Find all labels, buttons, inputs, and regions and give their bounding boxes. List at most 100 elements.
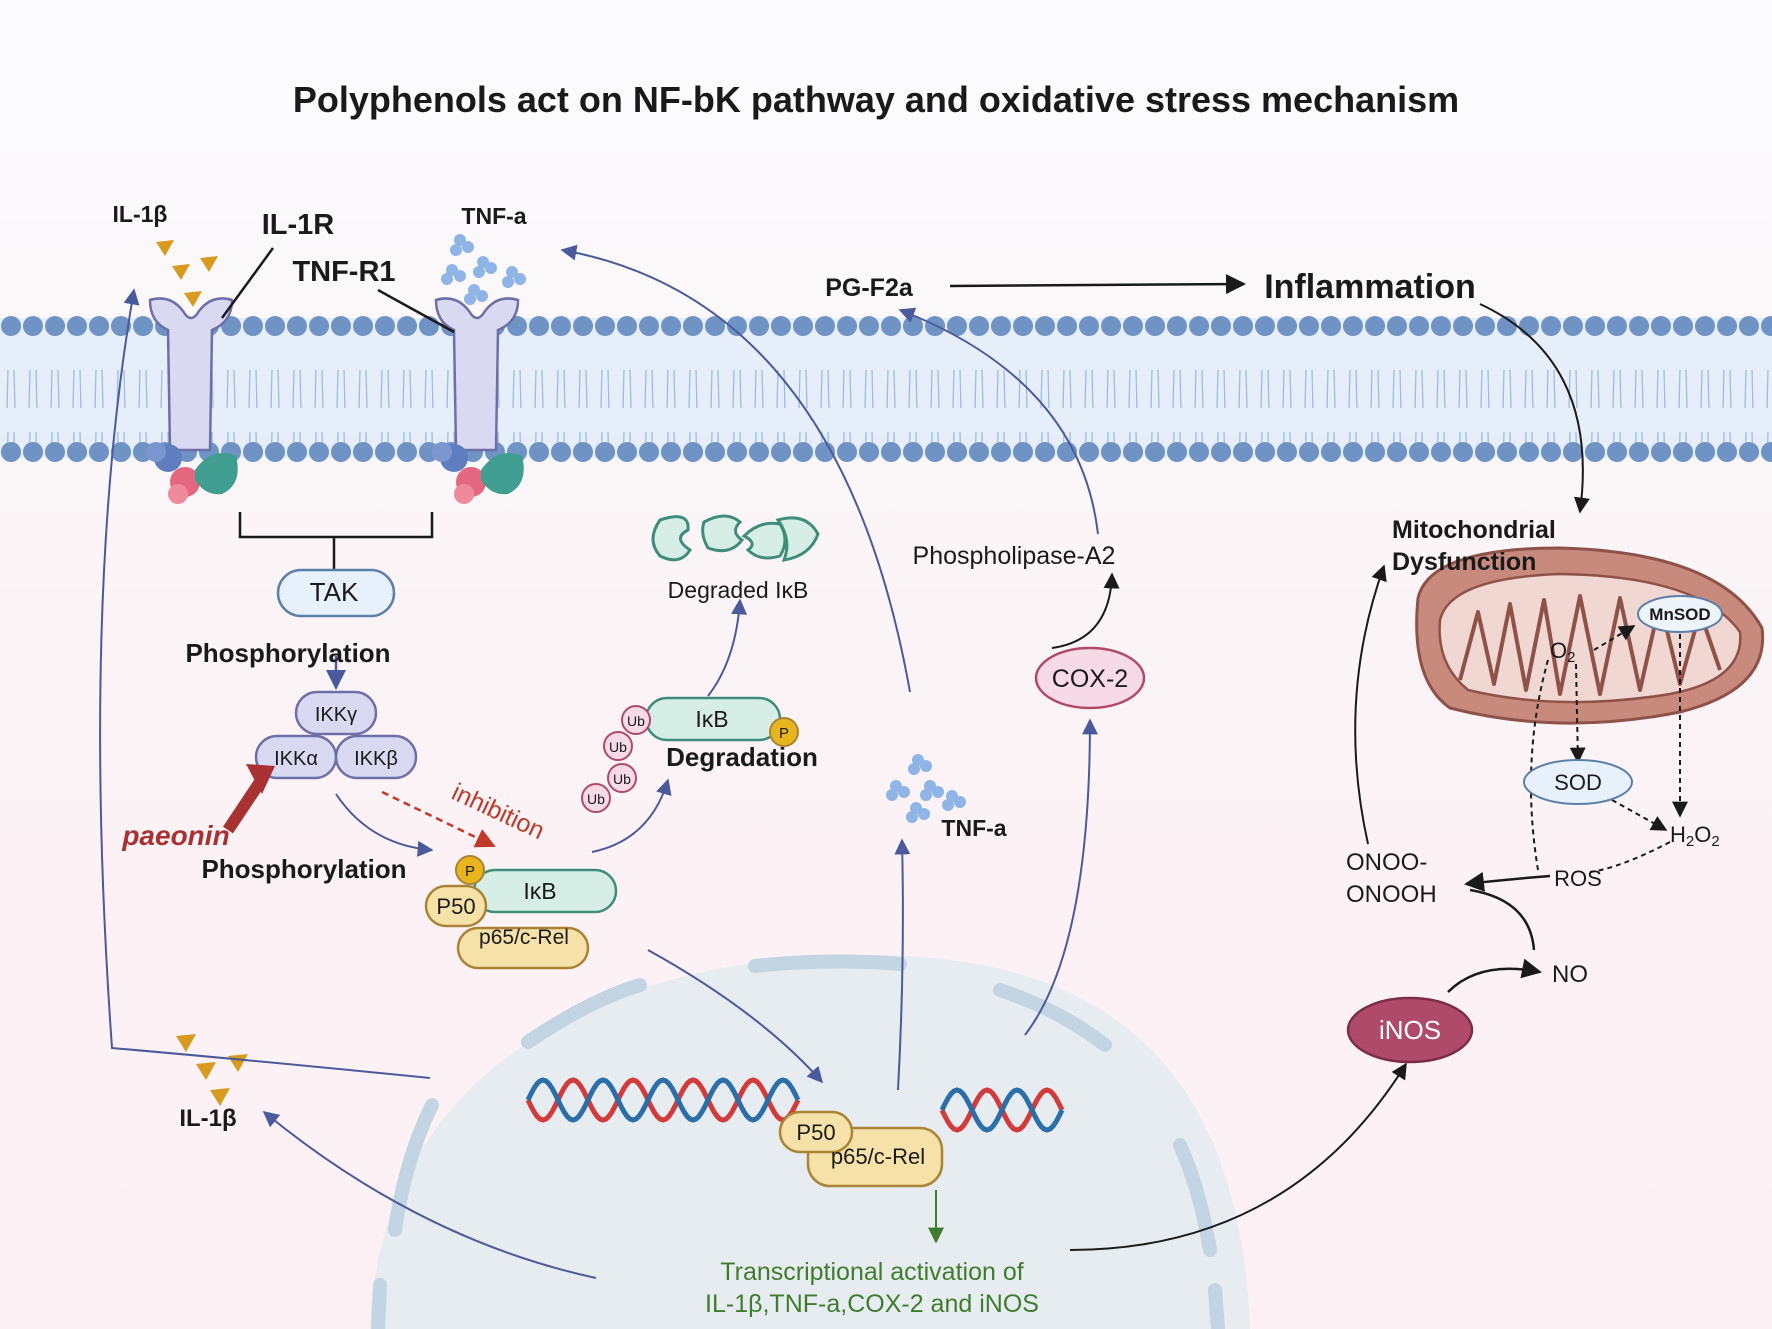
il1b-expression-arrow [262, 1110, 597, 1279]
phospholipid-head [837, 442, 857, 462]
phospholipid-head [133, 316, 153, 336]
nfkb-to-nucleus-arrow [647, 949, 824, 1084]
phospholipid-head [1123, 442, 1143, 462]
ikb-degradation-label: IκB [695, 706, 728, 732]
phospholipid-head [309, 316, 329, 336]
phospholipid-head [1101, 316, 1121, 336]
ikk-gamma-node [294, 690, 378, 736]
ikb-nfkb-complex [424, 855, 618, 970]
phospholipid-head [1255, 316, 1275, 336]
phospholipid-head [1761, 316, 1772, 336]
mitochondrion [1415, 546, 1765, 725]
ikb-to-degradation-arrow [591, 778, 672, 853]
phospholipid-head [573, 316, 593, 336]
ikk-gamma-label: IKKγ [315, 704, 357, 726]
pgf2a-label: PG-F2a [825, 274, 914, 302]
phospholipid-head [287, 442, 307, 462]
phospholipid-head [1739, 442, 1759, 462]
phospholipid-head [1, 316, 21, 336]
inos-expression-arrow [1069, 1062, 1407, 1251]
h2o2-to-ros-dash [1589, 841, 1671, 873]
tnfr1-pointer [377, 288, 455, 334]
o2-to-ros-dash [1529, 659, 1549, 871]
phospholipid-head [111, 316, 131, 336]
ikk-beta-label: IKKβ [354, 748, 398, 770]
mito-label: Mitochondrial [1392, 516, 1556, 544]
phosphorylation-label-1: Phosphorylation [185, 638, 390, 668]
phospholipid-head [397, 316, 417, 336]
phospholipid-head [1453, 442, 1473, 462]
phospholipid-head [617, 316, 637, 336]
dna-strand [525, 1077, 1065, 1133]
phospholipid-head [265, 316, 285, 336]
phospholipid-head [23, 316, 43, 336]
phospholipid-head [1431, 316, 1451, 336]
phospholipid-head [1387, 316, 1407, 336]
phospho-badge-2 [769, 717, 799, 747]
phospholipid-head [1607, 442, 1627, 462]
phospholipid-head [573, 442, 593, 462]
ikb-label: IκB [523, 878, 556, 904]
ub-label-1: Ub [627, 713, 645, 729]
cox2-label: COX-2 [1052, 665, 1128, 693]
ikk-to-ikb-arrow [335, 793, 434, 857]
phospholipid-head [243, 442, 263, 462]
phospholipid-head [1167, 442, 1187, 462]
ikk-complex [254, 690, 418, 780]
phospholipid-head [595, 442, 615, 462]
onooh-label: ONOOH [1346, 881, 1437, 908]
phospholipid-head [45, 316, 65, 336]
phospholipid-head [969, 316, 989, 336]
phospholipid-head [1365, 442, 1385, 462]
phospholipid-head [397, 442, 417, 462]
phospholipid-head [881, 442, 901, 462]
il1r-receptor [146, 297, 238, 504]
diagram-title: Polyphenols act on NF-bK pathway and oxi… [293, 79, 1459, 120]
phospholipid-head [67, 316, 87, 336]
phospholipid-head [617, 442, 637, 462]
phospholipid-head [661, 442, 681, 462]
phospholipid-head [529, 442, 549, 462]
phospholipid-head [1145, 316, 1165, 336]
inos-to-no-arrow [1447, 958, 1542, 993]
phospholipid-head [331, 316, 351, 336]
ros-to-onoo-arrow [1464, 871, 1551, 892]
transcription-label-2: IL-1β,TNF-a,COX-2 and iNOS [705, 1290, 1039, 1318]
phospholipid-head [67, 442, 87, 462]
phospholipid-head [551, 316, 571, 336]
p50-dna-node [778, 1110, 854, 1154]
cox2-node [1034, 646, 1146, 710]
ikk-beta-node [334, 734, 418, 780]
cox2-expression-arrow [1024, 718, 1098, 1036]
phospholipid-head [1585, 316, 1605, 336]
phospholipid-head [1717, 442, 1737, 462]
phospholipid-head [1167, 316, 1187, 336]
phospholipid-head [1299, 316, 1319, 336]
phospholipid-head [1233, 316, 1253, 336]
membrane-heads-bottom [1, 442, 1772, 462]
phospholipid-head [859, 316, 879, 336]
phospholipid-head [1695, 316, 1715, 336]
phospholipid-head [1, 442, 21, 462]
inos-node [1346, 996, 1474, 1064]
p65-node [456, 926, 590, 970]
no-to-onoo-arrow [1469, 888, 1536, 951]
phospholipid-head [1057, 316, 1077, 336]
h2o2-label: H2O2 [1670, 822, 1720, 850]
degraded-ikb-label: Degraded IκB [668, 577, 809, 603]
phospholipid-head [1299, 442, 1319, 462]
ikk-alpha-label: IKKα [274, 748, 318, 770]
phospholipid-head [1519, 316, 1539, 336]
phospholipid-head [1519, 442, 1539, 462]
degraded-ikb-fragments [651, 514, 820, 562]
phospholipid-head [287, 316, 307, 336]
membrane-heads-top [1, 316, 1772, 336]
p50-label: P50 [436, 894, 475, 919]
phospholipid-head [925, 442, 945, 462]
phospholipid-head [1013, 442, 1033, 462]
ub-label-3: Ub [613, 771, 631, 787]
p65-dna-label: p65/c-Rel [831, 1144, 925, 1169]
phospholipid-head [1387, 442, 1407, 462]
il1b-label-bottom: IL-1β [179, 1105, 236, 1132]
phosphorylation-label-2: Phosphorylation [201, 854, 406, 884]
